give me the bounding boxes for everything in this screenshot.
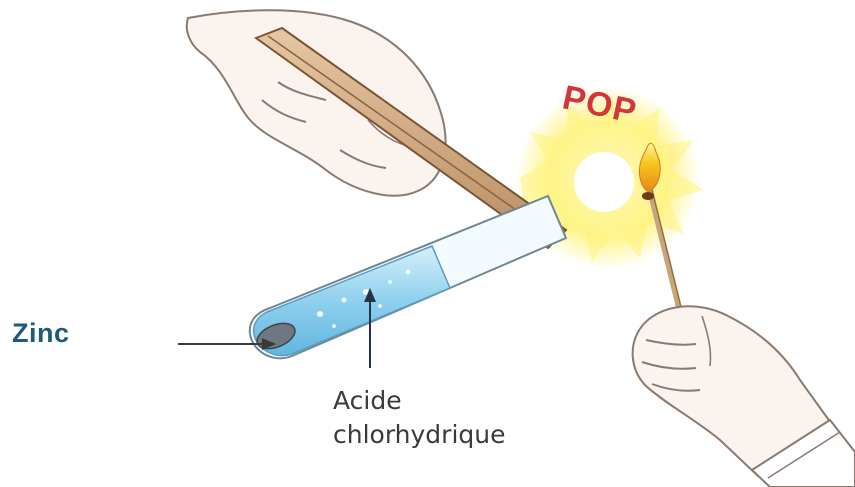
zinc-label: Zinc bbox=[12, 318, 70, 349]
lower-hand bbox=[633, 306, 855, 487]
acid-label: Acide chlorhydrique bbox=[333, 384, 506, 452]
test-tube bbox=[250, 196, 566, 358]
acid-label-line2: chlorhydrique bbox=[333, 418, 506, 452]
acid-label-line1: Acide bbox=[333, 384, 506, 418]
upper-hand bbox=[187, 10, 446, 195]
acid-arrow bbox=[364, 288, 376, 368]
